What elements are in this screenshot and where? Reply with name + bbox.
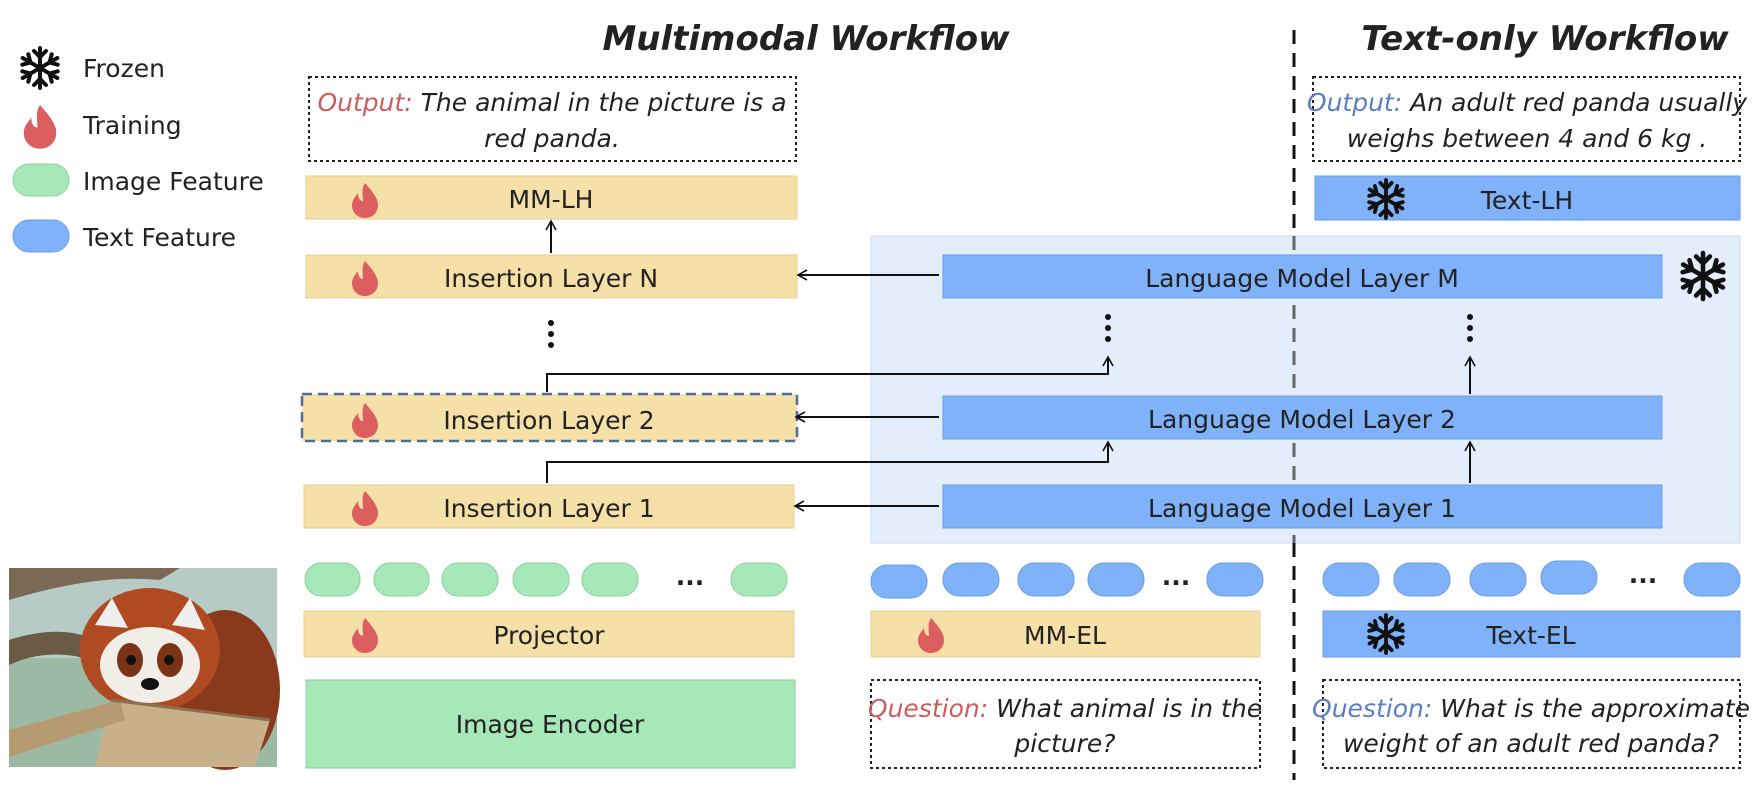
multimodal-question-box — [870, 679, 1261, 769]
projector-box — [303, 610, 795, 658]
text-only-title: Text-only Workflow — [1361, 19, 1729, 59]
text-lh-label: Text-LH — [1480, 186, 1573, 215]
snowflake-icon — [20, 46, 60, 90]
insertion-layer-2-label: Insertion Layer 2 — [443, 406, 654, 435]
multimodal-output-line2: red panda. — [484, 124, 620, 153]
text-only-feature-ellipsis: ... — [1629, 560, 1658, 589]
lm-layer-m-label: Language Model Layer M — [1145, 264, 1459, 293]
ellipsis-vertical — [1105, 314, 1473, 342]
legend: Frozen Training Image Feature Text Featu… — [12, 46, 264, 253]
image-encoder-label: Image Encoder — [456, 710, 645, 739]
legend-image-feature: Image Feature — [83, 167, 264, 196]
text-el-label: Text-EL — [1485, 621, 1575, 650]
text-feature-token — [1683, 562, 1741, 597]
lm-layer-2-label: Language Model Layer 2 — [1148, 405, 1456, 434]
image-encoder-box — [305, 679, 796, 769]
image-feature-token — [373, 562, 430, 597]
insertion-layer-1-label: Insertion Layer 1 — [443, 494, 654, 523]
image-feature-token — [304, 562, 361, 597]
mm-lh-box — [305, 175, 798, 220]
insertion-layer-1-box — [303, 484, 795, 529]
lm-layer-1-label: Language Model Layer 1 — [1148, 494, 1456, 523]
legend-image-feature-swatch — [12, 163, 70, 197]
insertion-layer-n-label: Insertion Layer N — [444, 264, 658, 293]
text-feature-token — [1322, 562, 1380, 597]
image-feature-token — [581, 562, 639, 597]
text-feature-token — [1087, 562, 1145, 597]
legend-text-feature: Text Feature — [82, 223, 236, 252]
lm-layer-2-box — [942, 395, 1663, 440]
mm-lh-label: MM-LH — [509, 185, 594, 214]
red-panda-image — [9, 568, 280, 770]
multimodal-question-line2: picture? — [1013, 729, 1115, 758]
image-feature-tokens — [304, 562, 788, 597]
multimodal-output-box — [308, 76, 797, 162]
mm-el-label: MM-EL — [1024, 621, 1106, 650]
text-feature-token — [870, 564, 928, 599]
mm-text-feature-tokens — [870, 562, 1264, 599]
text-feature-token — [1469, 562, 1527, 597]
text-only-output-line2: weighs between 4 and 6 kg . — [1347, 124, 1707, 153]
text-feature-token — [1017, 562, 1075, 597]
text-feature-token — [1206, 562, 1264, 597]
text-only-question-box — [1322, 679, 1741, 769]
legend-text-feature-swatch — [12, 219, 70, 253]
text-only-feature-tokens — [1322, 560, 1741, 597]
text-feature-token — [942, 562, 1000, 597]
legend-frozen: Frozen — [83, 54, 165, 83]
lm-layer-1-box — [942, 484, 1663, 529]
image-feature-token — [730, 562, 788, 597]
text-only-output-line1: Output: An adult red panda usually — [1307, 88, 1748, 117]
text-feature-token — [1393, 562, 1451, 597]
projector-label: Projector — [493, 621, 605, 650]
text-only-question-line2: weight of an adult red panda? — [1343, 729, 1719, 758]
multimodal-output-line1: Output: The animal in the picture is a — [317, 88, 786, 117]
lm-layer-m-box — [942, 254, 1663, 299]
legend-training: Training — [82, 111, 182, 140]
text-only-question-line1: Question: What is the approximate — [1312, 694, 1750, 723]
image-feature-token — [512, 562, 570, 597]
flame-icon — [23, 105, 57, 149]
arrow-insertion-1-to-lm-2 — [546, 440, 1114, 483]
insertion-layer-2-box — [300, 392, 799, 443]
image-feature-token — [441, 562, 499, 597]
text-only-output-box — [1312, 76, 1741, 162]
arrow-insertion-2-to-lm — [546, 355, 1114, 392]
text-feature-token — [1540, 560, 1598, 595]
multimodal-question-line1: Question: What animal is in the — [868, 694, 1262, 723]
mm-text-feature-ellipsis: ... — [1162, 562, 1191, 591]
multimodal-title: Multimodal Workflow — [602, 19, 1010, 59]
image-feature-ellipsis: ... — [676, 562, 705, 591]
ellipsis-vertical — [548, 320, 554, 348]
